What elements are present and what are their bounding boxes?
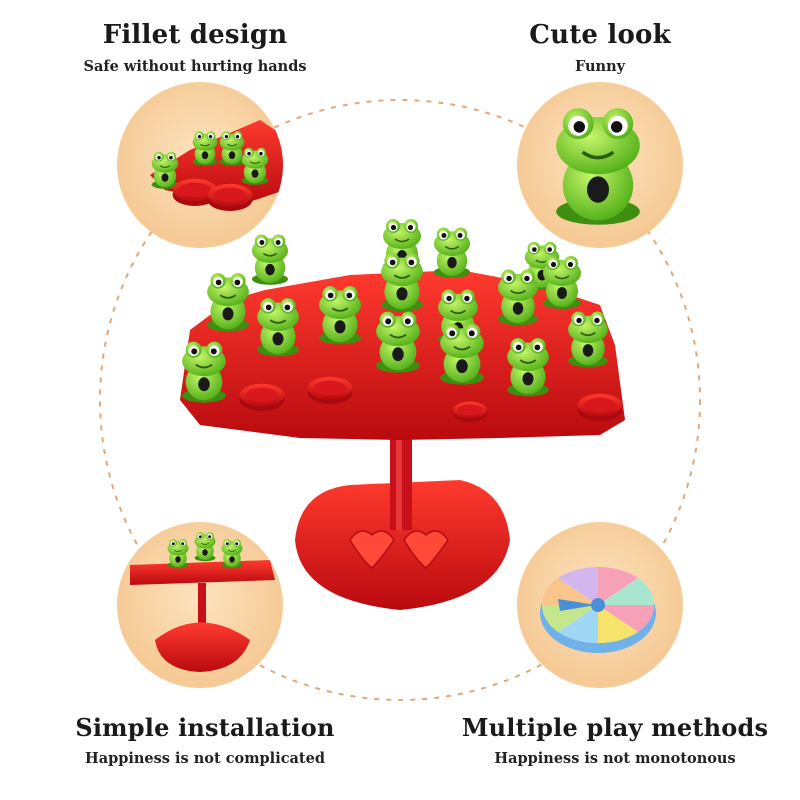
feature-subtitle: Safe without hurting hands (83, 58, 307, 75)
feature-title: Simple installation (75, 713, 335, 742)
feature-subtitle: Happiness is not monotonous (494, 750, 736, 767)
dashed-ring (99, 99, 701, 701)
feature-multiple-play-methods: Multiple play methods Happiness is not m… (445, 713, 785, 767)
feature-title: Fillet design (102, 20, 288, 50)
feature-fillet-design: Fillet design Safe without hurting hands (25, 20, 365, 75)
fillet-design-image (117, 82, 283, 248)
multiple-play-methods-image (517, 522, 683, 688)
feature-title: Cute look (529, 20, 671, 50)
feature-title: Multiple play methods (461, 713, 769, 742)
feature-simple-installation: Simple installation Happiness is not com… (35, 713, 375, 767)
feature-subtitle: Funny (574, 58, 626, 75)
simple-installation-image (117, 522, 283, 688)
tree-balance-toy (180, 218, 625, 610)
feature-cute-look: Cute look Funny (430, 20, 770, 75)
cute-look-image (517, 82, 683, 248)
feature-subtitle: Happiness is not complicated (85, 750, 325, 767)
